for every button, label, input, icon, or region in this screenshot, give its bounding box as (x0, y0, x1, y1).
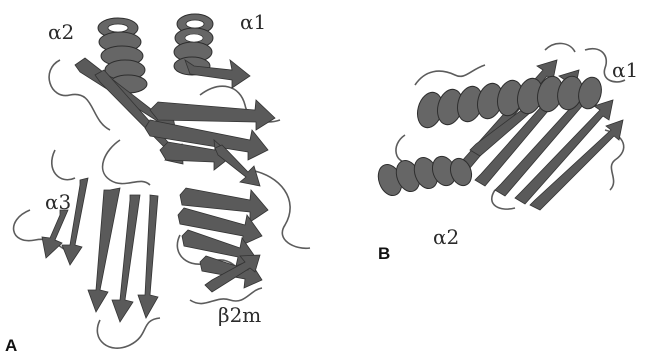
helix-alpha2-panel-b (375, 153, 475, 199)
panel-b-structure (375, 40, 645, 220)
b-loop-6 (545, 43, 575, 52)
sheet-7 (88, 188, 120, 312)
b-loop-4 (396, 135, 410, 162)
b-sheet-4 (530, 120, 623, 210)
sheet-9 (138, 195, 158, 318)
label-alpha1-panel-a: α1 (240, 10, 266, 34)
loop-6 (103, 140, 150, 185)
label-alpha1-panel-b: α1 (612, 58, 638, 82)
panel-a-sheets (42, 58, 275, 322)
loop-9 (190, 288, 262, 304)
sheet-8 (112, 195, 140, 322)
label-beta2m-panel-a: β2m (218, 303, 261, 327)
b-loop-1 (415, 65, 485, 85)
panel-label-b: B (378, 244, 390, 264)
loop-8 (52, 150, 75, 180)
panel-label-a: A (5, 336, 17, 356)
label-alpha3-panel-a: α3 (45, 190, 71, 214)
label-alpha2-panel-b: α2 (433, 225, 459, 249)
loop-3 (97, 318, 160, 348)
panel-a-structure (0, 0, 330, 360)
label-alpha2-panel-a: α2 (48, 20, 74, 44)
